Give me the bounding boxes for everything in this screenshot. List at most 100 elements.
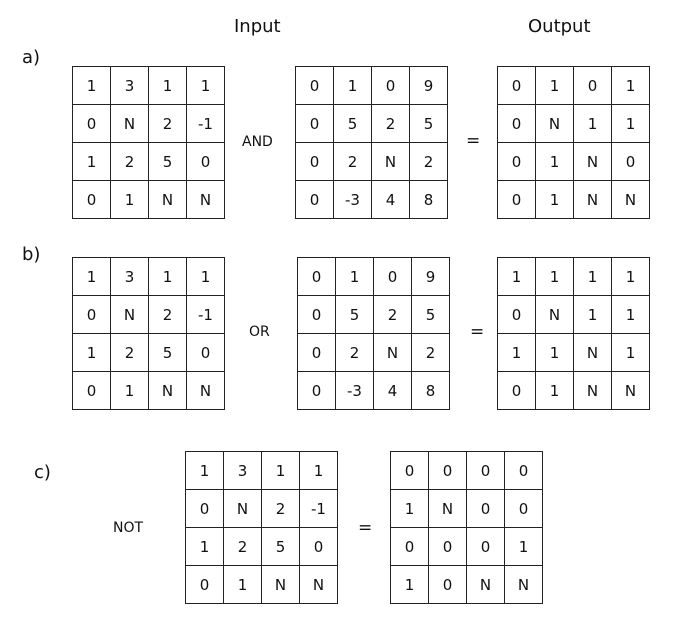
grid-cell: 1 [299,451,338,490]
grid-cell: 5 [261,527,300,566]
grid-cell: 0 [497,104,536,143]
grid-cell: 5 [333,104,372,143]
grid-cell: 0 [299,527,338,566]
grid-cell: 0 [297,333,336,372]
grid-cell: 1 [148,257,187,296]
grid-cell: N [186,180,225,219]
grid-cell: N [148,371,187,410]
grid-cell: N [573,180,612,219]
section-c-equals: = [358,518,373,538]
grid-cell: 0 [186,142,225,181]
grid-cell: 5 [148,142,187,181]
grid-cell: 0 [497,66,536,105]
grid-cell: 8 [409,180,448,219]
header-output: Output [528,16,591,37]
grid-cell: 1 [611,333,650,372]
section-a-label: a) [22,47,41,68]
grid-cell: 1 [110,371,149,410]
grid-cell: 5 [335,295,374,334]
grid-cell: 2 [409,142,448,181]
grid-cell: 1 [186,257,225,296]
section-c-operator: NOT [113,520,144,536]
grid-cell: 1 [535,180,574,219]
grid-cell: 1 [110,180,149,219]
grid-cell: 2 [373,295,412,334]
grid-cell: -1 [299,489,338,528]
grid-cell: 2 [261,489,300,528]
section-a-operator: AND [242,134,273,150]
grid-cell: 1 [497,257,536,296]
grid-cell: 2 [371,104,410,143]
grid-cell: N [535,295,574,334]
grid-cell: 0 [428,451,467,490]
grid-cell: 1 [72,333,111,372]
grid-cell: 1 [573,104,612,143]
grid-cell: 0 [295,66,334,105]
grid-cell: N [611,371,650,410]
grid-cell: 0 [72,104,111,143]
grid-cell: N [371,142,410,181]
grid-cell: N [504,565,543,604]
grid-cell: N [148,180,187,219]
grid-cell: 1 [390,565,429,604]
grid-cell: 0 [428,527,467,566]
grid-cell: 0 [185,489,224,528]
section-b-label: b) [22,244,41,265]
grid-cell: -1 [186,104,225,143]
grid-cell: N [573,371,612,410]
grid-cell: 5 [411,295,450,334]
grid-cell: N [428,489,467,528]
grid-cell: 1 [535,333,574,372]
grid-cell: N [466,565,505,604]
grid-cell: 1 [333,66,372,105]
grid-cell: 2 [148,295,187,334]
grid-cell: 9 [411,257,450,296]
grid-cell: 0 [373,257,412,296]
grid-cell: 0 [497,180,536,219]
grid-cell: -3 [335,371,374,410]
grid-cell: N [261,565,300,604]
grid-cell: N [611,180,650,219]
grid-cell: 0 [297,257,336,296]
grid-cell: 0 [186,333,225,372]
grid-cell: 0 [428,565,467,604]
grid-cell: 1 [573,257,612,296]
grid-cell: 0 [466,451,505,490]
section-c-label: c) [34,462,51,483]
grid-cell: 1 [535,142,574,181]
grid-cell: 4 [373,371,412,410]
grid-cell: 1 [185,527,224,566]
grid-cell: 1 [72,142,111,181]
grid-cell: 1 [535,371,574,410]
grid-cell: 1 [497,333,536,372]
grid-cell: 0 [72,180,111,219]
grid-cell: 0 [371,66,410,105]
section-b-equals: = [470,322,485,342]
